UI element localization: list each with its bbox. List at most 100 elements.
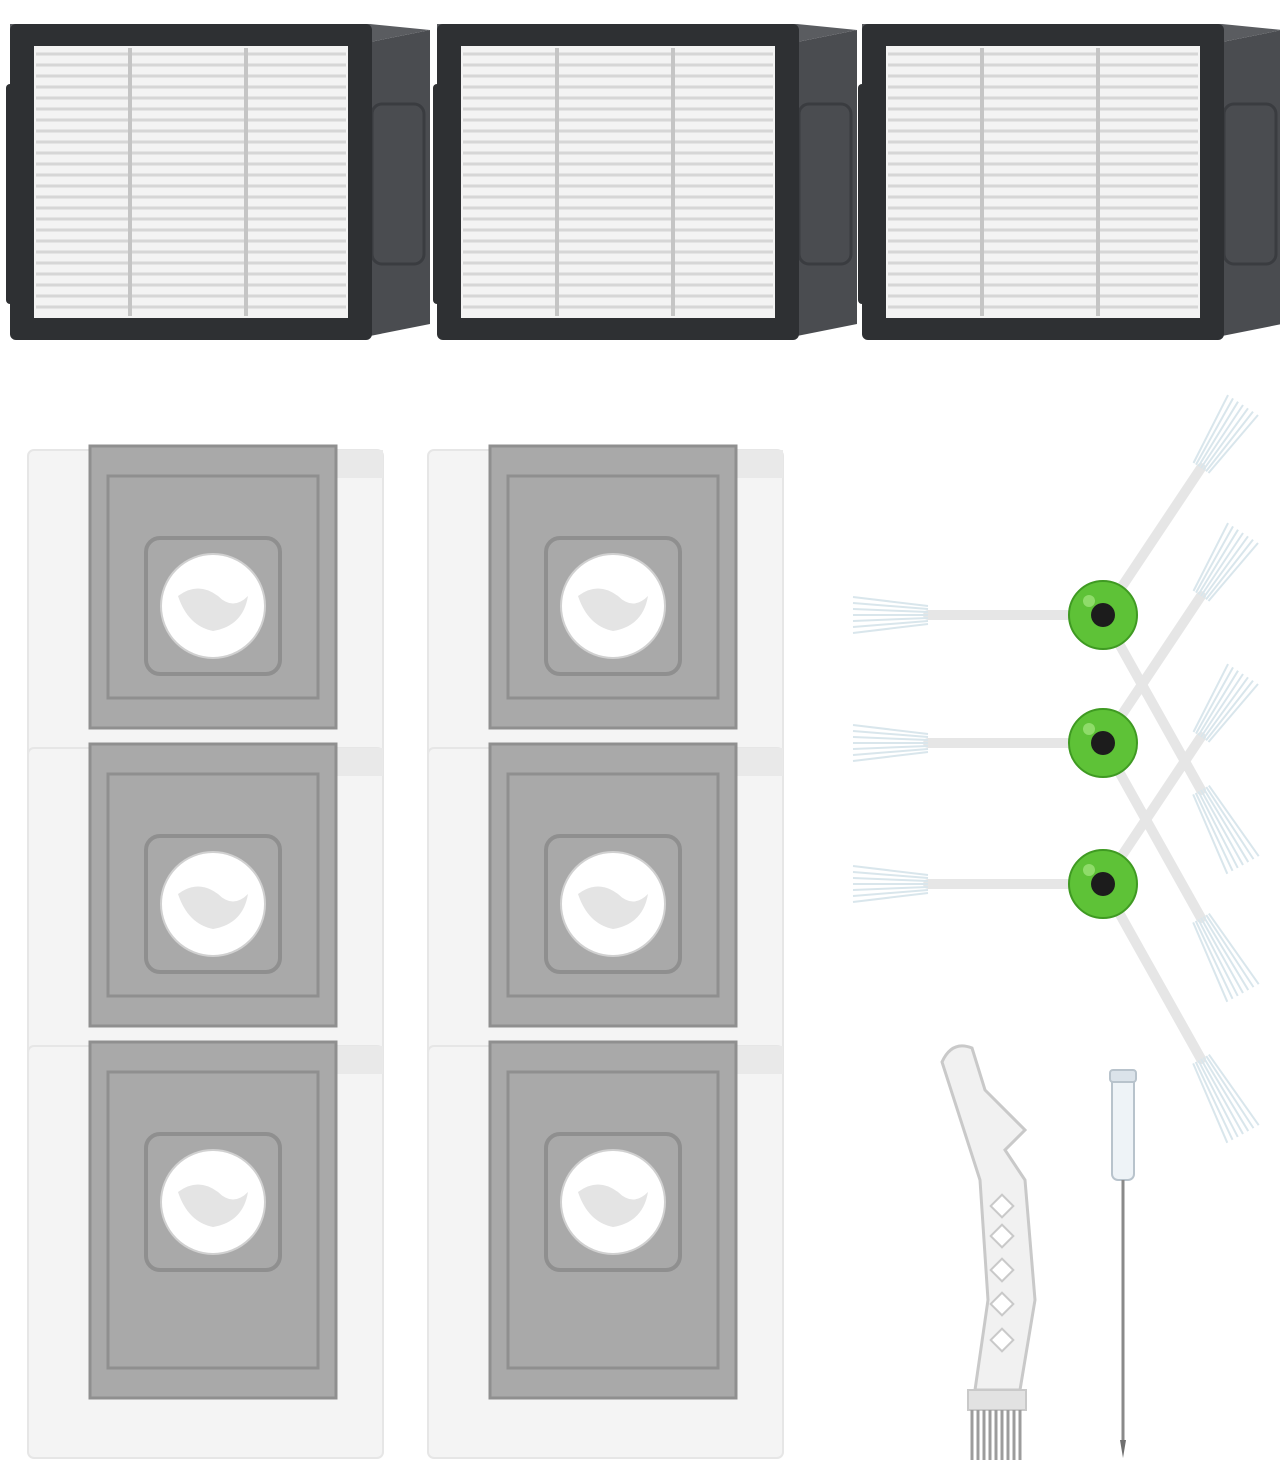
brush-bristle (1208, 785, 1260, 857)
brush-bristle (852, 748, 929, 756)
dust-bag (27, 742, 384, 1061)
dust-bag (427, 742, 784, 1061)
brush-bristle (1192, 922, 1229, 1003)
bag-port-frame (144, 834, 282, 974)
brush-bristle (1200, 673, 1244, 738)
brush-bristle (1202, 676, 1249, 740)
brush-bristle (1200, 1058, 1244, 1135)
dust-bag (27, 1040, 384, 1459)
brush-bristle (1207, 683, 1259, 743)
brush-bristle (852, 596, 929, 607)
hepa-filter (858, 24, 1280, 340)
brush-bristle (1197, 529, 1239, 595)
hepa-filter-group (6, 24, 1280, 340)
brush-bristle (1207, 414, 1259, 474)
brush-bristle (852, 730, 929, 738)
bag-port-fabric (578, 1184, 648, 1227)
bag-corner-fold (333, 748, 383, 776)
brush-hub-center (1091, 603, 1115, 627)
brush-bristle (852, 620, 929, 628)
filter-side (797, 30, 857, 336)
brush-bristle (1202, 1057, 1250, 1132)
brush-hub-center (1091, 872, 1115, 896)
brush-bristle (852, 602, 929, 610)
brush-bristle (1195, 525, 1234, 594)
bag-plate-rim (106, 772, 320, 998)
bag-corner-fold (333, 1046, 383, 1074)
screwdriver-cap (1109, 1069, 1137, 1083)
filter-pleats (36, 52, 346, 309)
bag-port-fabric (578, 588, 648, 631)
side-brush (852, 522, 1260, 1003)
tool-handle (940, 1044, 1037, 1392)
brush-bristle (1200, 404, 1244, 469)
brush-bristle (1202, 788, 1250, 863)
tool-hole (989, 1223, 1015, 1249)
brush-bristle (852, 751, 929, 762)
dust-bag (427, 444, 784, 763)
bag-port-fabric (178, 1184, 248, 1227)
side-brush-group (852, 394, 1260, 1144)
brush-bristle (1192, 394, 1229, 464)
brush-bristle (852, 736, 929, 741)
hepa-filter (6, 24, 430, 340)
brush-bristle (1192, 1063, 1229, 1144)
bag-port-frame (144, 1132, 282, 1272)
brush-bristle (1202, 407, 1249, 471)
bag-port-frame (544, 536, 682, 676)
brush-bristle (1207, 542, 1259, 602)
brush-bristle (1200, 789, 1244, 866)
brush-bristle (1194, 792, 1234, 872)
bag-plate-rim (106, 474, 320, 700)
tool-hole (989, 1291, 1015, 1317)
brush-bristle (852, 608, 929, 613)
filter-side (370, 30, 430, 336)
filter-pleats (463, 52, 773, 309)
brush-bristle (1200, 532, 1244, 597)
brush-bristle (1202, 535, 1249, 599)
bag-corner-fold (333, 450, 383, 478)
tool-group (940, 1044, 1137, 1460)
brush-bristle (1197, 670, 1239, 736)
brush-bristle (852, 871, 929, 879)
brush-hub-highlight (1083, 864, 1095, 876)
brush-bristle (852, 877, 929, 882)
bag-port-fabric (178, 588, 248, 631)
brush-bristle (1195, 666, 1234, 735)
bag-port-frame (544, 834, 682, 974)
cleaning-tool (940, 1044, 1037, 1460)
dust-bag-group (27, 444, 784, 1459)
brush-bristle (1205, 786, 1255, 860)
dust-bag (27, 444, 384, 763)
brush-hub-highlight (1083, 723, 1095, 735)
hepa-filter (433, 24, 857, 340)
filter-pleats (888, 52, 1198, 309)
brush-bristle (1192, 522, 1229, 592)
bag-plate-rim (506, 772, 720, 998)
brush-bristle (852, 623, 929, 634)
screwdriver (1109, 1069, 1137, 1458)
brush-bristle (852, 724, 929, 735)
bag-port-frame (544, 1132, 682, 1272)
brush-bristle (1197, 1060, 1239, 1138)
brush-bristle (1208, 913, 1260, 985)
tool-brush-base (967, 1389, 1027, 1411)
brush-bristle (1205, 914, 1255, 988)
brush-bristle (1205, 411, 1254, 472)
bag-port-frame (144, 536, 282, 676)
brush-bristle (1208, 1054, 1260, 1126)
brush-bristle (1197, 401, 1239, 467)
brush-bristle (1197, 791, 1239, 869)
bag-port-fabric (578, 886, 648, 929)
brush-bristle (1205, 1055, 1255, 1129)
brush-bristle (852, 886, 929, 891)
tool-hole (989, 1257, 1015, 1283)
bag-plate-rim (506, 1070, 720, 1370)
bag-corner-fold (733, 1046, 783, 1074)
tool-hole (989, 1193, 1015, 1219)
brush-bristle (852, 865, 929, 876)
brush-bristle (1202, 916, 1250, 991)
bag-plate-rim (506, 474, 720, 700)
